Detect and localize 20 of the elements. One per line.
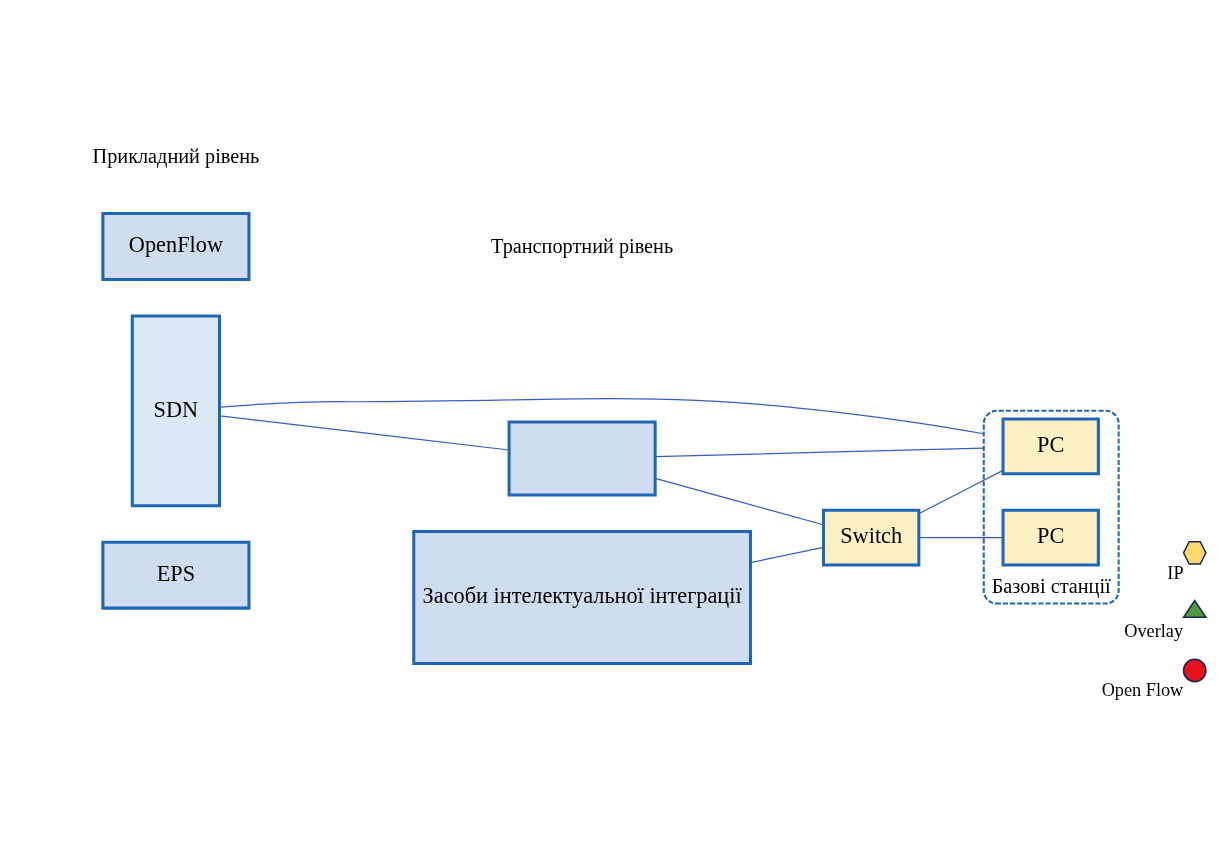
node-box: EPS xyxy=(101,540,251,610)
connector xyxy=(749,546,824,563)
connector xyxy=(654,477,824,525)
node-box: SDN xyxy=(130,314,222,507)
node-box xyxy=(507,420,657,497)
node-box: PC xyxy=(1001,416,1100,475)
legend-label: IP xyxy=(1167,562,1184,583)
connector xyxy=(918,536,1004,538)
connector xyxy=(654,446,985,457)
node-box: Засоби інтелектуальної інтеграції xyxy=(412,529,752,665)
label: Транспортний рівень xyxy=(491,234,674,257)
node-box: Switch xyxy=(822,508,921,567)
node-box: PC xyxy=(1001,508,1100,567)
connector xyxy=(918,469,1004,514)
label: Прикладний рівень xyxy=(92,144,260,167)
legend-label: Open Flow xyxy=(1101,679,1184,700)
node-box: OpenFlow xyxy=(101,211,251,281)
connector xyxy=(219,414,510,451)
legend-label: Overlay xyxy=(1124,620,1184,641)
connector xyxy=(219,397,985,434)
